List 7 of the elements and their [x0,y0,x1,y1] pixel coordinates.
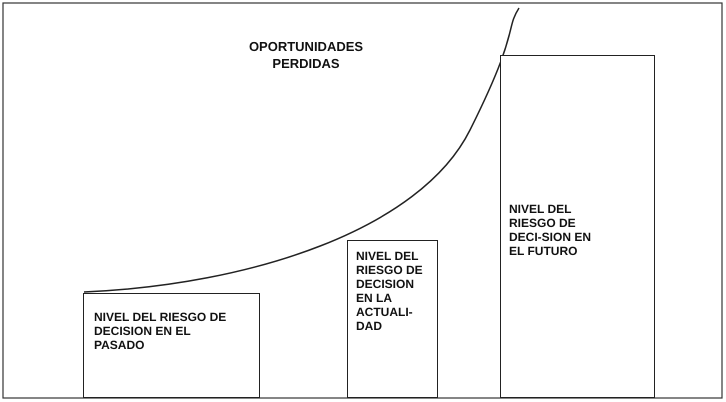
level-bar [83,293,260,398]
bar-label: NIVEL DEL RIESGO DE DECI-SION EN EL FUTURO [509,202,591,258]
level-bar [347,240,438,398]
level-bar [500,55,655,398]
bar-label: NIVEL DEL RIESGO DE DECISION EN EL PASADO [94,310,228,352]
area-label: OPORTUNIDADES PERDIDAS [248,38,364,72]
bar-label: NIVEL DEL RIESGO DE DECISION EN LA ACTUALI-DAD [356,249,424,333]
